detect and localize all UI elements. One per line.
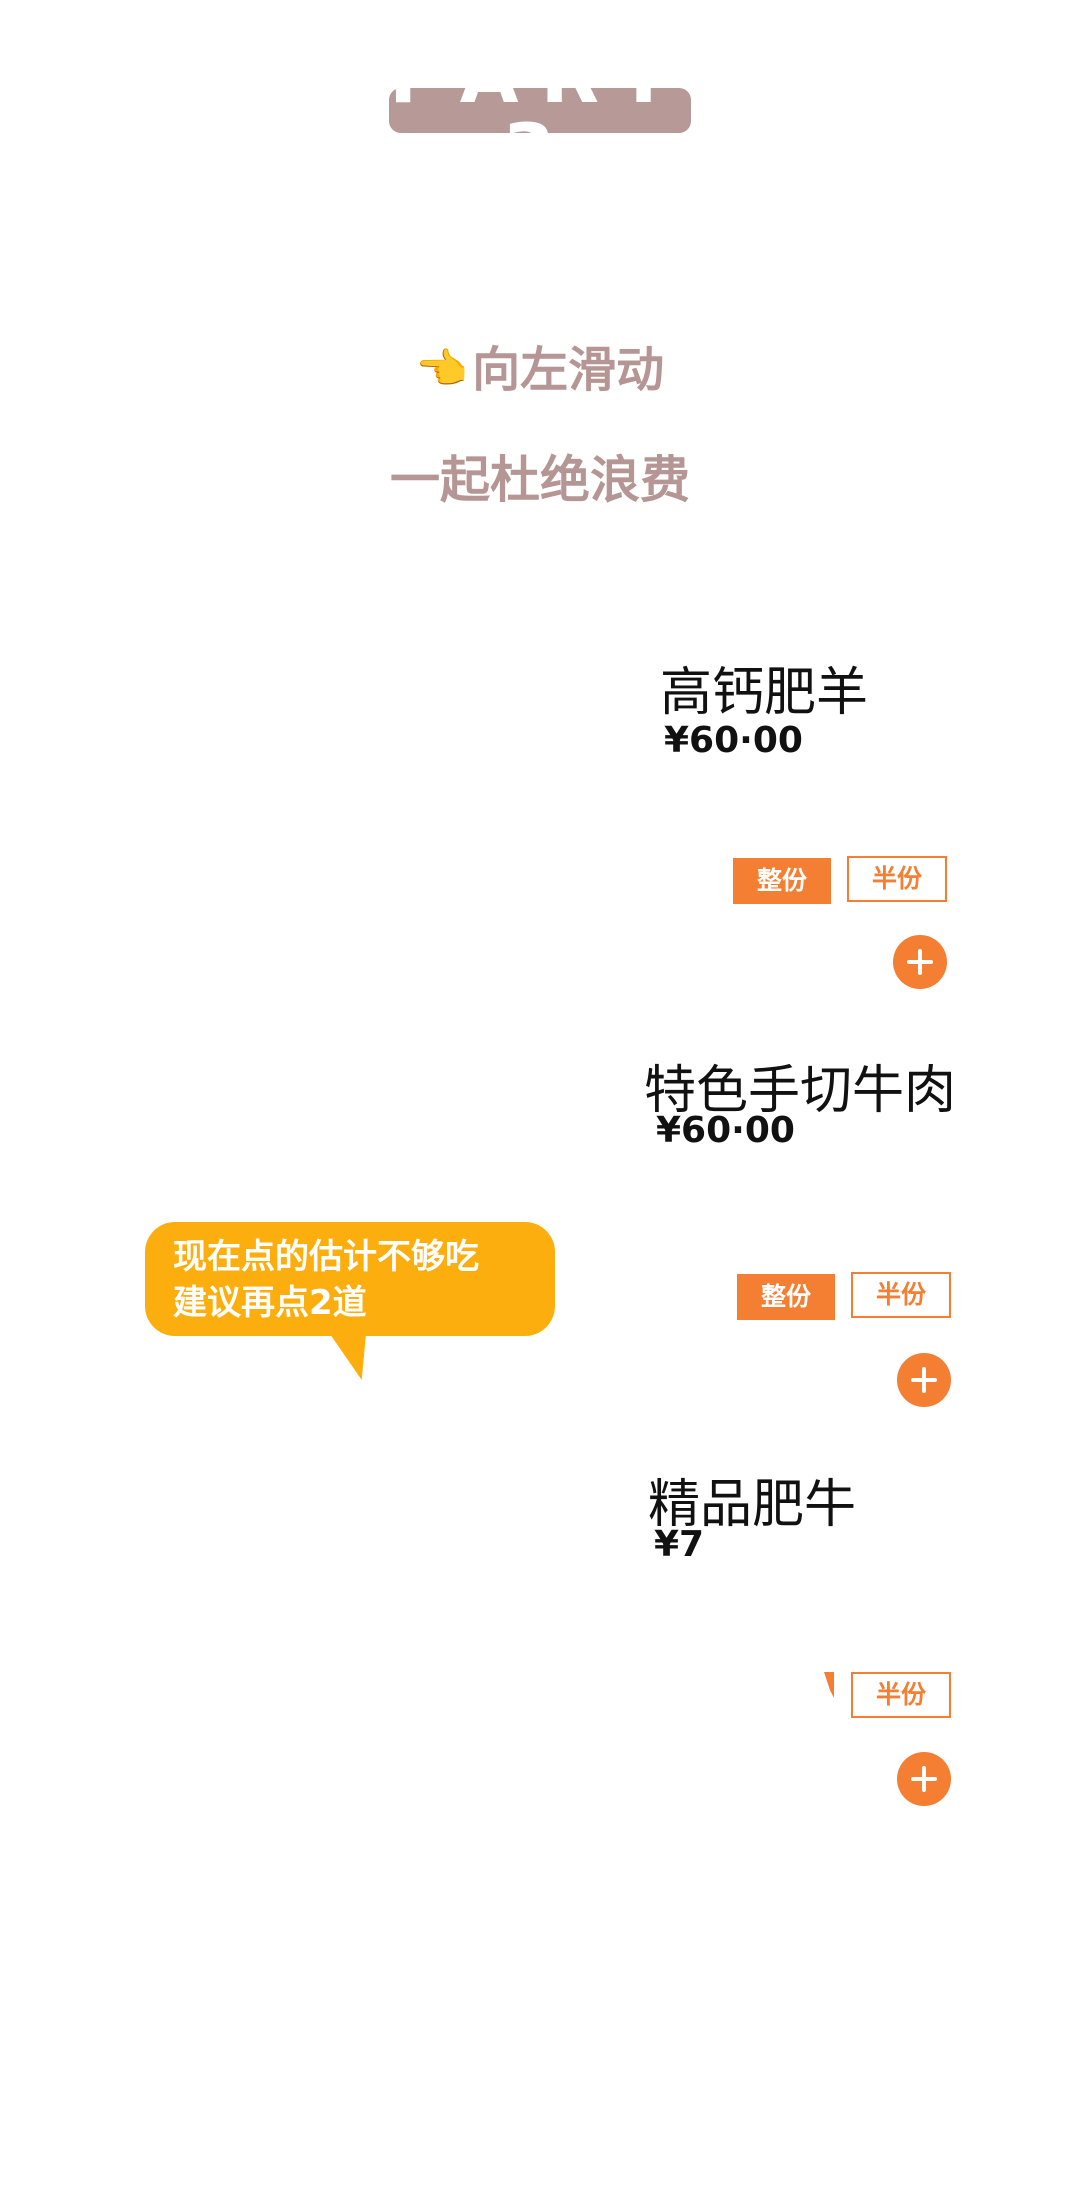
half-portion-button[interactable]: 半份 [847, 856, 947, 902]
bubble-line-2: 建议再点2道 [173, 1283, 367, 1323]
add-icon[interactable] [897, 1752, 951, 1806]
product-card: 高钙肥羊 ¥60·00 整份 半份 [0, 600, 1080, 989]
product-price: ¥60·00 [664, 720, 803, 761]
whole-portion-fragment [824, 1672, 834, 1698]
swipe-hint: 👈向左滑动 [0, 330, 1080, 400]
product-price: ¥7 [654, 1524, 705, 1565]
price-clip: ¥7 [654, 1524, 712, 1574]
add-icon[interactable] [893, 935, 947, 989]
bubble-text: 现在点的估计不够吃 建议再点2道 [173, 1234, 479, 1326]
part-banner: PART 3 [389, 88, 691, 133]
product-name: 特色手切牛肉 [644, 1061, 957, 1121]
add-icon[interactable] [897, 1353, 951, 1407]
suggestion-bubble: 现在点的估计不够吃 建议再点2道 [145, 1222, 555, 1336]
product-price: ¥60·00 [656, 1110, 795, 1151]
bubble-tail [330, 1334, 366, 1380]
product-name: 精品肥牛 [648, 1475, 857, 1535]
part-label: PART 3 [389, 88, 691, 133]
product-card: 精品肥牛 ¥7 半份 [0, 1432, 1080, 1806]
bubble-line-1: 现在点的估计不够吃 [173, 1237, 479, 1277]
swipe-hint-text: 向左滑动 [472, 342, 665, 398]
whole-portion-button[interactable]: 整份 [737, 1274, 835, 1320]
product-name: 高钙肥羊 [660, 663, 869, 723]
whole-portion-button[interactable]: 整份 [733, 858, 831, 904]
half-portion-button[interactable]: 半份 [851, 1272, 951, 1318]
product-card: 特色手切牛肉 ¥60·00 整份 半份 [0, 1018, 1080, 1407]
half-portion-button[interactable]: 半份 [851, 1672, 951, 1718]
pointing-hand-icon: 👈 [415, 344, 469, 393]
waste-slogan: 一起杜绝浪费 [390, 451, 690, 509]
